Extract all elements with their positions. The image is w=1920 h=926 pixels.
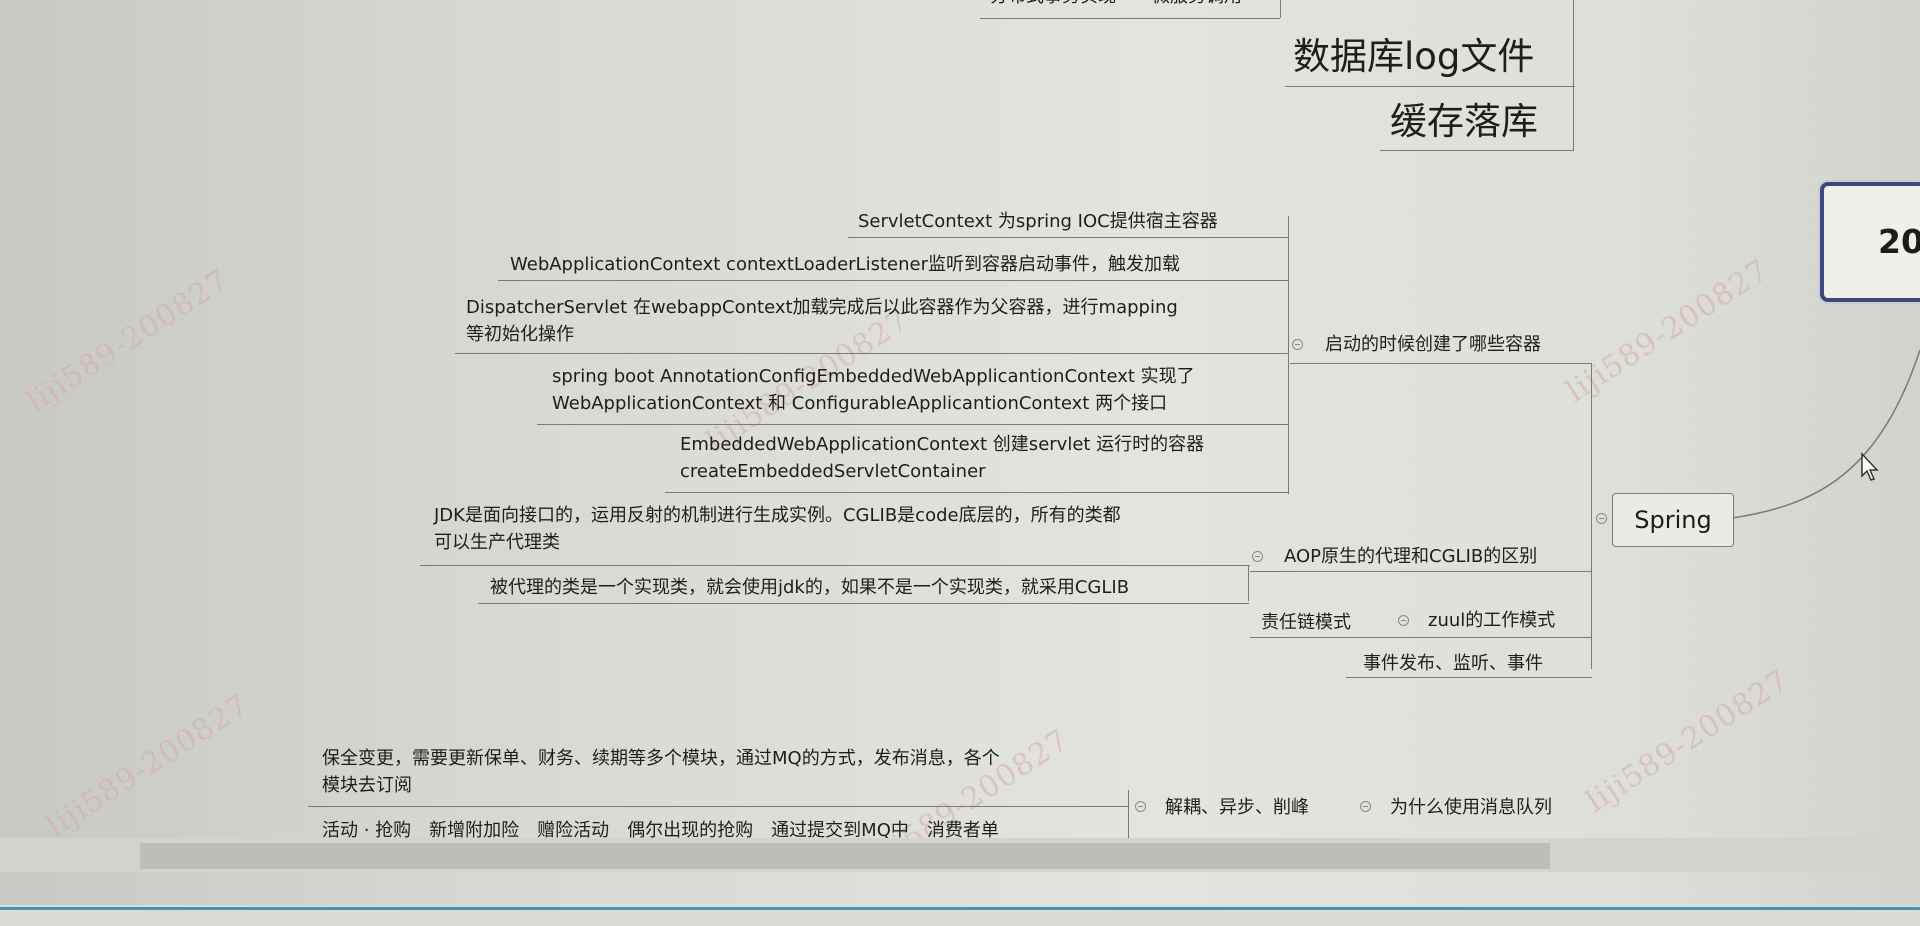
startup-item-webappcontext[interactable]: WebApplicationContext contextLoaderListe… xyxy=(510,254,1180,275)
collapse-icon[interactable] xyxy=(1596,513,1607,524)
aop-desc-line1[interactable]: JDK是面向接口的，运用反射的机制进行生成实例。CGLIB是code底层的，所有… xyxy=(434,505,1121,526)
node-events[interactable]: 事件发布、监听、事件 xyxy=(1363,653,1543,674)
node-why-mq[interactable]: 为什么使用消息队列 xyxy=(1390,797,1552,818)
cursor-icon xyxy=(1861,452,1879,481)
aop-desc-line2[interactable]: 可以生产代理类 xyxy=(434,532,560,553)
mq-desc-line1[interactable]: 保全变更，需要更新保单、财务、续期等多个模块，通过MQ的方式，发布消息，各个 xyxy=(322,748,1000,769)
collapse-icon[interactable] xyxy=(1292,339,1303,350)
mq-desc-line2[interactable]: 模块去订阅 xyxy=(322,775,412,796)
node-zuul[interactable]: zuul的工作模式 xyxy=(1428,610,1556,631)
collapse-icon[interactable] xyxy=(1398,615,1409,626)
aop-rule[interactable]: 被代理的类是一个实现类，就会使用jdk的，如果不是一个实现类，就采用CGLIB xyxy=(490,577,1130,598)
spring-node[interactable]: Spring xyxy=(1612,493,1734,547)
taskbar-edge xyxy=(0,907,1920,910)
startup-item-embedded-line1[interactable]: EmbeddedWebApplicationContext 创建servlet … xyxy=(680,434,1205,455)
status-strip xyxy=(0,905,1920,926)
node-db-log[interactable]: 数据库log文件 xyxy=(1293,35,1535,78)
startup-item-embedded-line2[interactable]: createEmbeddedServletContainer xyxy=(680,461,986,482)
node-startup-containers[interactable]: 启动的时候创建了哪些容器 xyxy=(1325,334,1541,355)
scrollbar-thumb[interactable] xyxy=(140,843,1550,869)
node-cache[interactable]: 缓存落库 xyxy=(1390,100,1538,143)
startup-item-dispatcher-line2[interactable]: 等初始化操作 xyxy=(466,324,574,345)
node-chain-of-responsibility[interactable]: 责任链模式 xyxy=(1261,612,1351,633)
collapse-icon[interactable] xyxy=(1360,801,1371,812)
collapse-icon[interactable] xyxy=(1252,551,1263,562)
startup-item-servletcontext[interactable]: ServletContext 为spring IOC提供宿主容器 xyxy=(858,211,1218,232)
node-aop-difference[interactable]: AOP原生的代理和CGLIB的区别 xyxy=(1284,546,1538,567)
startup-item-dispatcher-line1[interactable]: DispatcherServlet 在webappContext加载完成后以此容… xyxy=(466,297,1178,318)
root-node[interactable]: 20 xyxy=(1820,182,1920,302)
startup-item-springboot-line2[interactable]: WebApplicationContext 和 ConfigurableAppl… xyxy=(552,393,1168,414)
partial-node-distributed-tx[interactable]: 分布式事务实现——微服务调用 xyxy=(990,0,1242,10)
collapse-icon[interactable] xyxy=(1135,801,1146,812)
node-decouple[interactable]: 解耦、异步、削峰 xyxy=(1165,797,1309,818)
mq-partial-line[interactable]: 活动 · 抢购 新增附加险 赠险活动 偶尔出现的抢购 通过提交到MQ中 消费者单 xyxy=(322,820,999,841)
startup-item-springboot-line1[interactable]: spring boot AnnotationConfigEmbeddedWebA… xyxy=(552,366,1195,387)
